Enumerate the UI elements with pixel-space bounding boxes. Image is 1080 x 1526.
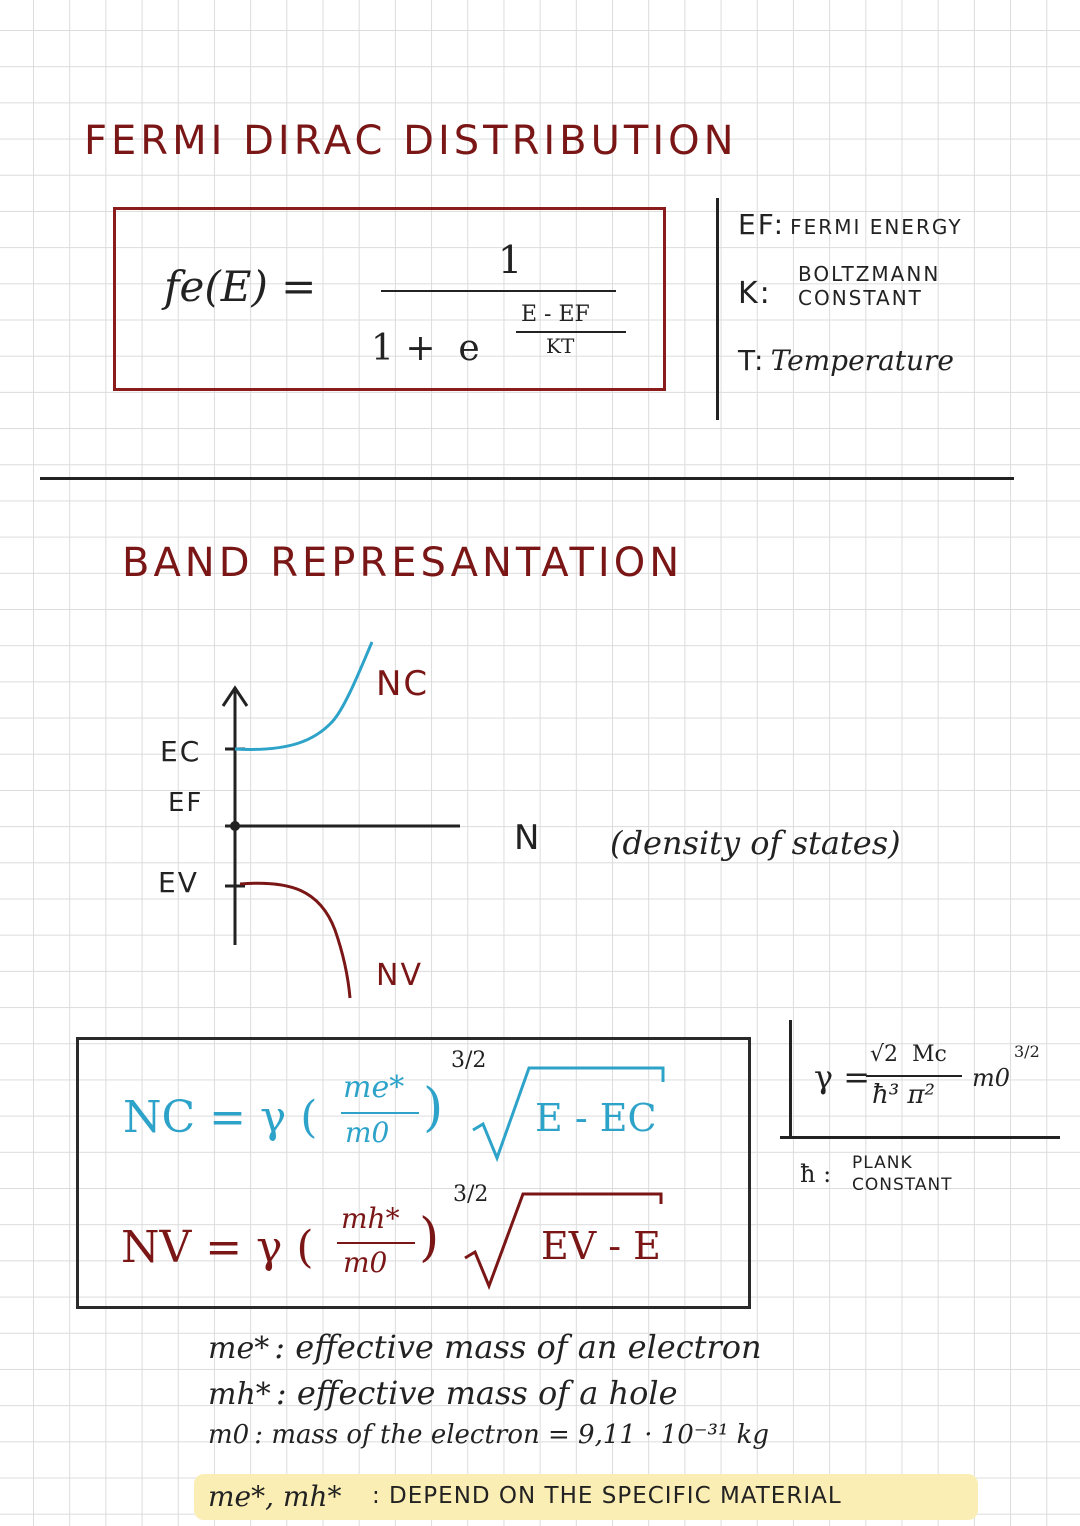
fermi-exp-denominator: KT (546, 334, 575, 358)
gamma-num: √2 Mc (870, 1042, 947, 1067)
material-note-text: : DEPEND ON THE SPECIFIC MATERIAL (372, 1483, 842, 1509)
fermi-denominator: 1 + e (371, 328, 480, 369)
gamma-lhs: γ = (814, 1058, 871, 1096)
gamma-divider-h (780, 1136, 1060, 1139)
section-divider (40, 477, 1014, 480)
nc-frac-bar (341, 1112, 419, 1114)
nc-exponent: 3/2 (451, 1048, 487, 1073)
fermi-numerator: 1 (498, 238, 523, 282)
fermi-legend-divider (716, 198, 719, 420)
density-equations-box: NC = γ ( me* m0 ) 3/2 E - EC NV = γ ( mh… (76, 1037, 751, 1309)
legend-ef-text: FERMI ENERGY (790, 215, 963, 239)
definition-m0: m0 : mass of the electron = 9,11 · 10⁻³¹… (208, 1420, 968, 1460)
gamma-tail: m0 (972, 1064, 1011, 1092)
label-n: N (514, 818, 542, 858)
legend-t-text: Temperature (770, 344, 954, 377)
definition-m0-text: : mass of the electron = 9,11 · 10⁻³¹ kg (254, 1420, 770, 1450)
definitions-list: me* : effective mass of an electron mh* … (208, 1328, 968, 1460)
nv-root-sign (464, 1192, 663, 1290)
label-ef: EF (168, 788, 204, 818)
nc-frac-num: me* (343, 1070, 405, 1105)
gamma-frac-bar (866, 1075, 962, 1077)
definition-mh: mh* : effective mass of a hole (208, 1374, 968, 1420)
band-title: BAND REPRESANTATION (122, 540, 684, 586)
hbar-desc: PLANK CONSTANT (852, 1153, 953, 1195)
gamma-tail-exp: 3/2 (1014, 1042, 1040, 1061)
definition-me-text: : effective mass of an electron (274, 1328, 762, 1366)
nc-root-sign (472, 1066, 665, 1163)
label-nv: NV (376, 958, 423, 993)
fermi-exp-numerator: E - EF (521, 302, 590, 327)
legend-t-symbol: T: (738, 344, 766, 377)
fermi-title: FERMI DIRAC DISTRIBUTION (84, 118, 738, 164)
definition-me: me* : effective mass of an electron (208, 1328, 968, 1374)
material-note: me*, mh* : DEPEND ON THE SPECIFIC MATERI… (194, 1474, 978, 1520)
energy-axis-arrowhead (221, 685, 249, 707)
fermi-fraction-bar (381, 290, 616, 292)
label-ec: EC (160, 735, 202, 768)
ef-dot (230, 821, 240, 831)
definition-mh-text: : effective mass of a hole (275, 1374, 678, 1412)
label-ev: EV (158, 866, 199, 899)
legend-ef-symbol: EF: (738, 208, 786, 241)
band-diagram (221, 641, 460, 999)
fermi-formula-box: fe(E) = 1 1 + e E - EF KT (113, 207, 666, 391)
nc-root-path (472, 1066, 665, 1163)
label-nc: NC (376, 664, 430, 704)
legend-k-symbol: K: (738, 276, 772, 311)
nc-curve (234, 641, 374, 751)
nv-curve (239, 881, 352, 999)
nv-root-content: EV - E (541, 1224, 661, 1268)
gamma-divider-v (789, 1020, 792, 1138)
fermi-lhs: fe(E) = (164, 262, 317, 311)
nc-close-paren: ) (423, 1078, 444, 1138)
nv-frac-bar (337, 1242, 415, 1244)
material-note-symbol: me*, mh* (208, 1480, 342, 1513)
nv-frac-den: m0 (343, 1246, 388, 1279)
fermi-exp-bar (516, 331, 626, 333)
definition-mh-symbol: mh* (208, 1377, 271, 1412)
legend-t: T: Temperature (738, 344, 954, 377)
hbar-label: ħ : (800, 1160, 832, 1188)
definition-me-symbol: me* (208, 1331, 270, 1366)
nv-lhs: NV = γ ( (121, 1222, 314, 1273)
definition-m0-symbol: m0 (208, 1420, 250, 1450)
nc-frac-den: m0 (345, 1116, 390, 1149)
nv-frac-num: mh* (341, 1202, 400, 1235)
legend-k-text: BOLTZMANN CONSTANT (798, 262, 941, 310)
gamma-den: ħ³ π² (872, 1080, 935, 1110)
nv-exponent: 3/2 (453, 1182, 489, 1207)
nv-root-path (464, 1192, 663, 1290)
dos-caption: (density of states) (610, 824, 901, 862)
nv-close-paren: ) (419, 1208, 440, 1268)
nc-root-content: E - EC (535, 1096, 657, 1140)
legend-ef: EF: FERMI ENERGY (738, 208, 963, 241)
nc-lhs: NC = γ ( (123, 1092, 318, 1143)
